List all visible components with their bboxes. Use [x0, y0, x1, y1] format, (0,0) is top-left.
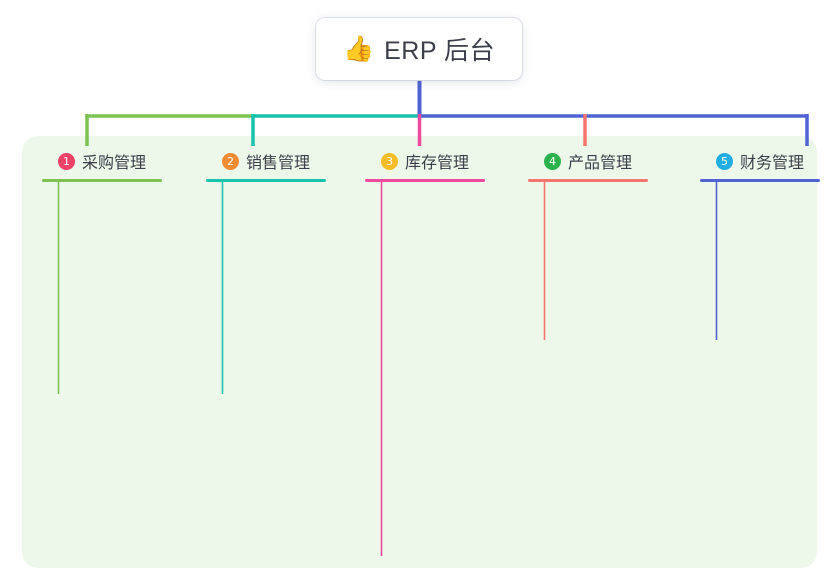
branch-underline	[42, 179, 162, 182]
branch-number-badge: 2	[222, 152, 239, 170]
branch-column-3: 3 库存管理	[365, 148, 485, 182]
branch-underline	[365, 179, 485, 182]
branch-label: 库存管理	[405, 155, 470, 172]
branch-header-1[interactable]: 1 采购管理	[42, 148, 162, 182]
root-title: ERP 后台	[384, 37, 496, 65]
branch-underline	[528, 179, 648, 182]
branch-label: 销售管理	[246, 155, 311, 172]
branch-column-5: 5 财务管理	[700, 148, 820, 182]
branch-header-5[interactable]: 5 财务管理	[700, 148, 820, 182]
branch-header-2[interactable]: 2 销售管理	[206, 148, 326, 182]
branch-label: 财务管理	[740, 155, 805, 172]
branch-underline	[206, 179, 326, 182]
branch-number-badge: 4	[544, 152, 561, 170]
branch-header-3[interactable]: 3 库存管理	[365, 148, 485, 182]
branches-panel	[22, 136, 817, 568]
branch-number-badge: 3	[381, 152, 398, 170]
branch-label: 产品管理	[568, 155, 633, 172]
branch-label: 采购管理	[82, 155, 147, 172]
branch-column-4: 4 产品管理	[528, 148, 648, 182]
branch-number-badge: 5	[716, 152, 733, 170]
branch-column-1: 1 采购管理	[42, 148, 162, 182]
branch-underline	[700, 179, 820, 182]
branch-column-2: 2 销售管理	[206, 148, 326, 182]
thumbs-up-icon: 👍	[342, 34, 375, 63]
root-node-card[interactable]: 👍 ERP 后台	[316, 18, 522, 80]
branch-header-4[interactable]: 4 产品管理	[528, 148, 648, 182]
branch-number-badge: 1	[58, 152, 75, 170]
